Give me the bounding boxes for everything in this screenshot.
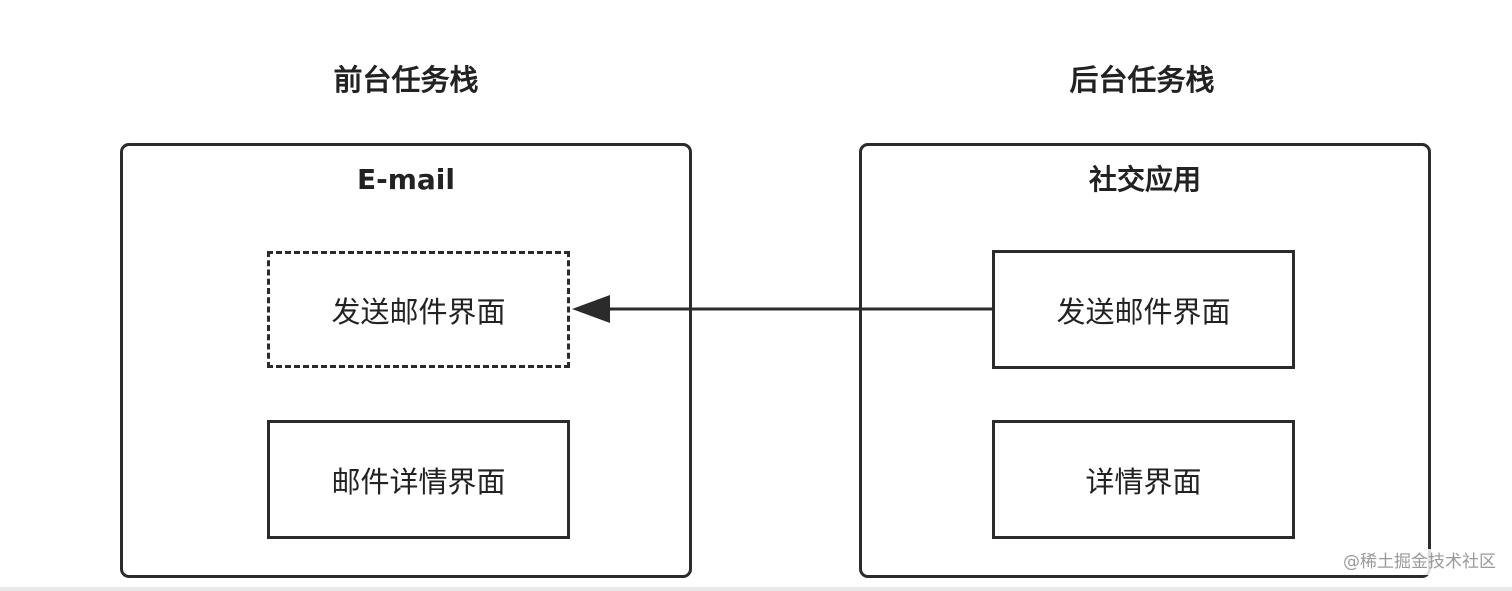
mail-detail-screen: 邮件详情界面 [267,420,570,539]
mail-detail-label: 邮件详情界面 [331,464,506,499]
background-send-mail-label: 发送邮件界面 [1056,294,1231,329]
watermark-text: @稀土掘金技术社区 [1341,549,1498,575]
bottom-divider [0,587,1512,591]
foreground-send-mail-label: 发送邮件界面 [331,294,506,329]
background-send-mail-screen: 发送邮件界面 [992,250,1295,369]
social-app-title: 社交应用 [1088,163,1201,196]
foreground-stack-heading: 前台任务栈 [333,63,479,97]
detail-label: 详情界面 [1085,464,1202,499]
background-stack-heading: 后台任务栈 [1069,63,1215,97]
foreground-send-mail-screen: 发送邮件界面 [267,251,570,368]
email-app-title: E-mail [356,163,455,196]
detail-screen: 详情界面 [992,420,1295,539]
